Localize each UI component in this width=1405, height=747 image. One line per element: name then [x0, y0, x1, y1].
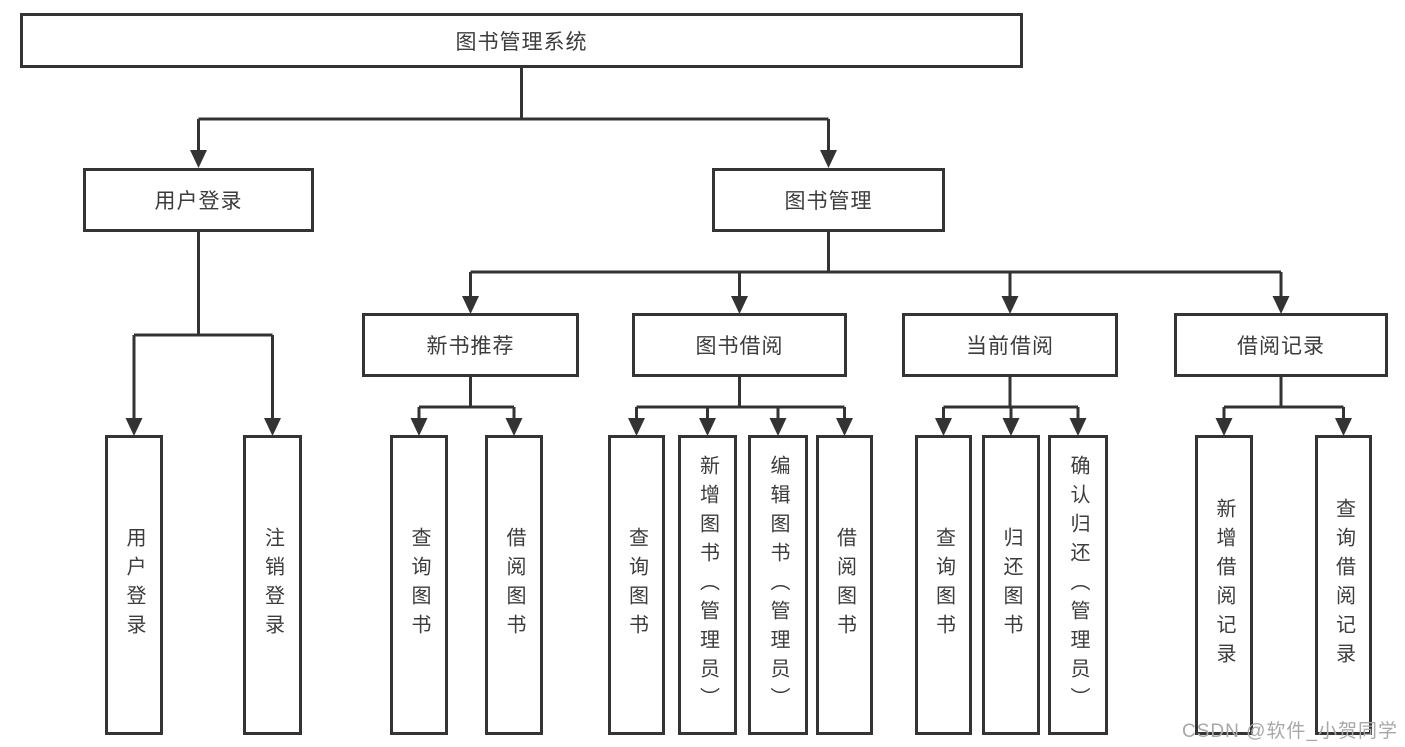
node-borrow-records: 借阅记录	[1174, 313, 1388, 377]
node-label: 编辑图书（管理员）	[767, 454, 789, 716]
node-label: 查询图书	[408, 527, 430, 643]
node-label: 新书推荐	[426, 335, 515, 358]
leaf-query-borrow-record: 查询借阅记录	[1315, 435, 1372, 735]
node-current-borrow: 当前借阅	[902, 313, 1118, 377]
node-label: 图书管理	[784, 190, 873, 213]
leaf-borrow-books: 借阅图书	[816, 435, 873, 735]
node-user-login: 用户登录	[83, 168, 314, 232]
node-book-borrow: 图书借阅	[632, 313, 847, 377]
leaf-confirm-return-admin: 确认归还（管理员）	[1048, 435, 1108, 735]
node-label: 查询借阅记录	[1332, 498, 1355, 672]
node-label: 用户登录	[154, 190, 243, 213]
node-label: 借阅记录	[1237, 335, 1325, 358]
node-label: 图书管理系统	[455, 30, 588, 54]
node-library-management-system: 图书管理系统	[20, 13, 1023, 68]
node-label: 新增借阅记录	[1213, 498, 1235, 672]
arrowhead-icons	[125, 150, 1352, 436]
node-label: 归还图书	[1000, 527, 1022, 643]
node-label: 查询图书	[932, 527, 955, 643]
leaf-return-books: 归还图书	[982, 435, 1040, 735]
leaf-query-books-recommend: 查询图书	[390, 435, 448, 735]
node-label: 图书借阅	[695, 335, 784, 358]
node-label: 借阅图书	[833, 527, 856, 643]
node-label: 新增图书（管理员）	[696, 454, 719, 716]
node-label: 查询图书	[625, 527, 648, 643]
leaf-query-books-borrow: 查询图书	[608, 435, 665, 735]
node-new-book-recommend: 新书推荐	[362, 313, 579, 377]
watermark: CSDN @软件_小贺同学	[1182, 721, 1398, 742]
node-label: 确认归还（管理员）	[1067, 454, 1089, 716]
node-label: 注销登录	[261, 527, 284, 643]
leaf-borrow-books-recommend: 借阅图书	[485, 435, 543, 735]
leaf-edit-books-admin: 编辑图书（管理员）	[748, 435, 808, 735]
leaf-logout: 注销登录	[243, 435, 302, 735]
node-label: 借阅图书	[503, 527, 525, 643]
leaf-query-books-current: 查询图书	[915, 435, 972, 735]
node-book-management: 图书管理	[712, 168, 945, 232]
node-label: 当前借阅	[966, 335, 1054, 358]
node-label: 用户登录	[123, 527, 145, 643]
leaf-add-books-admin: 新增图书（管理员）	[678, 435, 737, 735]
leaf-add-borrow-record: 新增借阅记录	[1195, 435, 1253, 735]
leaf-user-login: 用户登录	[105, 435, 163, 735]
